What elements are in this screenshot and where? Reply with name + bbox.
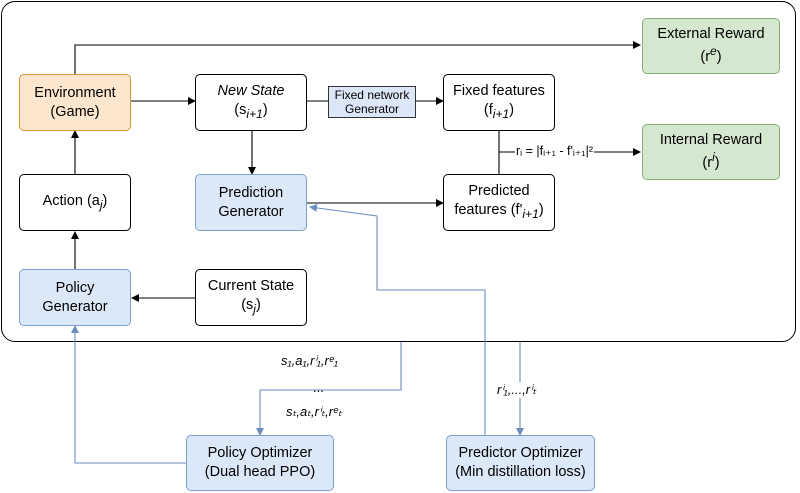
policy-generator-label: Policy	[55, 279, 95, 296]
predicted-features-node: Predicted features (f'i+1)	[443, 174, 555, 231]
policy-optimizer-label: Policy Optimizer	[207, 445, 313, 462]
action-subscript: j	[99, 197, 103, 212]
predictor-optimizer-sublabel: (Min distillation loss)	[455, 464, 586, 480]
fixed-features-subscript: i+1	[492, 107, 510, 122]
internal-reward-label: Internal Reward	[659, 132, 763, 149]
environment-node: Environment (Game)	[19, 74, 131, 131]
internal-reward-superscript: i	[712, 150, 715, 165]
reward-formula-label: rᵢ = |fᵢ₊₁ - f'ᵢ₊₁|²	[515, 143, 595, 158]
current-state-symbol-open: (s	[241, 297, 254, 314]
predicted-features-symbol-close: )	[538, 202, 544, 219]
prediction-generator-label: Prediction	[218, 184, 284, 201]
new-state-subscript: i+1	[246, 107, 263, 122]
policy-optimizer-sublabel: (Dual head PPO)	[204, 464, 316, 480]
external-reward-superscript: e	[710, 44, 717, 59]
action-label: Action (a	[42, 192, 100, 209]
environment-label: Environment	[34, 84, 116, 101]
trajectory-last-label: sₜ,aₜ,rⁱₜ,rᵉₜ	[286, 404, 342, 419]
line-predictor-optimizer-to-prediction	[309, 203, 486, 435]
predicted-features-label: Predicted	[468, 183, 530, 200]
internal-reward-symbol-open: (r	[702, 154, 713, 171]
policy-generator-sublabel: Generator	[42, 298, 108, 315]
fixed-features-node: Fixed features (fi+1)	[443, 74, 555, 131]
current-state-label: Current State	[207, 278, 295, 295]
predicted-features-symbol-open: features (f'	[454, 202, 523, 219]
current-state-node: Current State (sj)	[195, 269, 307, 326]
external-reward-label: External Reward	[657, 26, 765, 43]
internal-reward-node: Internal Reward (ri)	[642, 124, 780, 180]
trajectory-first-label: s₁,a₁,rⁱ₁,rᵉ₁	[281, 353, 338, 368]
predictor-optimizer-label: Predictor Optimizer	[458, 445, 583, 462]
fixed-network-sublabel: Generator	[344, 102, 400, 116]
trajectory-ellipsis-label: ...	[313, 380, 324, 395]
current-state-symbol-close: )	[255, 297, 261, 314]
predictor-optimizer-node: Predictor Optimizer (Min distillation lo…	[446, 435, 595, 491]
line-policy-optimizer-to-policy	[71, 325, 186, 464]
new-state-symbol-open: (s	[234, 102, 247, 119]
action-node: Action (aj)	[19, 174, 131, 231]
new-state-node: New State (si+1)	[195, 74, 307, 131]
current-state-subscript: j	[253, 302, 256, 317]
prediction-generator-sublabel: Generator	[218, 203, 284, 220]
action-label-close: )	[102, 192, 108, 209]
external-reward-node: External Reward (re)	[642, 18, 780, 74]
new-state-symbol-close: )	[262, 102, 268, 119]
line-trajectories-to-policy-optimizer	[256, 342, 402, 436]
policy-generator-node: Policy Generator	[19, 269, 131, 326]
fixed-features-symbol-open: (f	[483, 102, 493, 119]
predicted-features-subscript: i+1	[522, 207, 539, 222]
internal-reward-symbol-close: )	[714, 154, 720, 171]
fixed-features-symbol-close: )	[509, 102, 515, 119]
external-reward-symbol-close: )	[716, 48, 722, 65]
fixed-network-generator-node: Fixed network Generator	[328, 86, 416, 118]
intrinsic-rewards-label: rⁱ₁,...,rⁱₜ	[497, 382, 537, 398]
policy-optimizer-node: Policy Optimizer (Dual head PPO)	[186, 435, 334, 491]
prediction-generator-node: Prediction Generator	[195, 174, 307, 231]
fixed-network-label: Fixed network	[334, 87, 410, 102]
arrow-env-to-external-reward	[74, 41, 641, 74]
new-state-label: New State	[217, 83, 285, 100]
environment-sublabel: (Game)	[50, 103, 100, 120]
agent-system-boundary	[1, 1, 796, 342]
external-reward-symbol-open: (r	[700, 48, 711, 65]
fixed-features-label: Fixed features	[453, 83, 545, 100]
